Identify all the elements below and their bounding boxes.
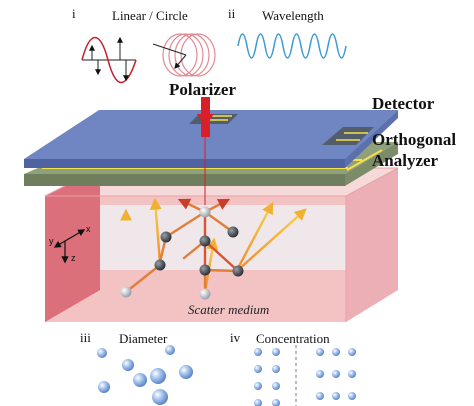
scatter-path	[164, 210, 207, 239]
scatter-path	[203, 239, 240, 273]
x-axis-label: x	[86, 224, 91, 234]
detector-chip	[322, 127, 374, 145]
scatter-medium-box	[44, 167, 399, 322]
analyzer-slit	[346, 149, 383, 171]
scatter-path	[203, 268, 240, 273]
panel-iii-label: Diameter	[119, 331, 168, 346]
particle	[232, 265, 244, 277]
concentration-spheres	[254, 345, 356, 406]
polarizer-label: Polarizer	[169, 80, 237, 99]
coordinate-axes	[53, 229, 86, 264]
panel-i-label: Linear / Circle	[112, 8, 188, 23]
medium-left-face	[45, 168, 100, 322]
z-axis-label: z	[71, 253, 76, 263]
exit-ray	[235, 201, 274, 272]
y-axis-label: y	[49, 236, 54, 246]
scatter-path	[203, 210, 235, 234]
panel-ii-numeral: ii	[228, 6, 236, 21]
particle	[199, 264, 211, 276]
panel-iii-numeral: iii	[80, 330, 91, 345]
diameter-spheres	[97, 345, 193, 405]
panel-iv-numeral: iv	[230, 330, 241, 345]
detector-plate	[24, 110, 398, 168]
particle	[154, 259, 166, 271]
particle	[199, 206, 211, 218]
panel-i-numeral: i	[72, 6, 76, 21]
medium-inner-band	[100, 205, 346, 270]
wavelength-icon	[237, 33, 347, 59]
particle	[120, 286, 132, 298]
panel-iv-label: Concentration	[256, 331, 330, 346]
scatter-medium-label: Scatter medium	[188, 302, 270, 317]
medium-right-face	[346, 168, 398, 322]
particle	[227, 226, 239, 238]
detector-label: Detector	[372, 94, 435, 113]
particles	[120, 206, 244, 300]
exit-ray	[149, 197, 162, 264]
scatter-path	[124, 263, 162, 294]
panel-ii-label: Wavelength	[262, 8, 324, 23]
incident-beam	[197, 97, 214, 205]
particle	[160, 231, 172, 243]
exit-ray	[236, 208, 307, 272]
analyzer-label-line2: Analyzer	[372, 151, 439, 170]
particle	[199, 235, 211, 247]
particle	[199, 288, 211, 300]
analyzer-label-line1: Orthogonal	[372, 130, 457, 149]
polarization-icons	[81, 33, 216, 83]
